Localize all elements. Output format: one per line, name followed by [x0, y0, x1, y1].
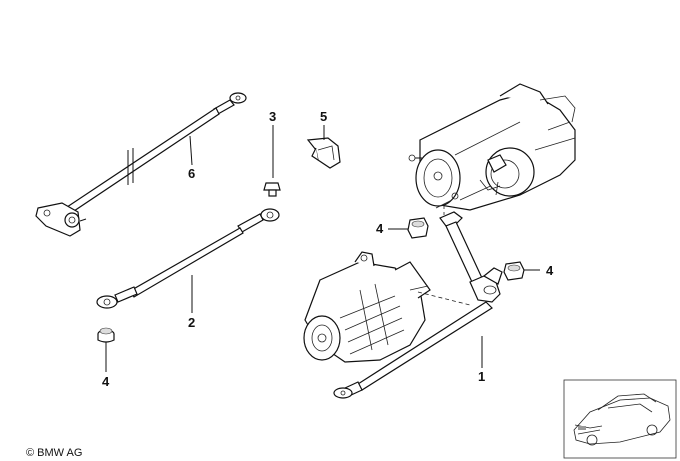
car-thumbnail-drawing: [563, 379, 677, 459]
battery-cable-drawing: [333, 211, 503, 399]
callout-label: 5: [320, 109, 327, 124]
callout-label: 2: [188, 315, 195, 330]
cable-clip-drawing: [306, 137, 341, 169]
starter-motor-drawing: [408, 83, 576, 211]
battery-cable-drawing: [96, 208, 280, 309]
copyright-text: © BMW AG: [26, 447, 82, 459]
bolt-drawing: [263, 182, 281, 197]
grommet-nut-drawing: [97, 327, 115, 343]
callout-label: 6: [188, 166, 195, 181]
battery-cable-drawing: [35, 92, 247, 237]
grommet-nut-drawing: [503, 261, 525, 281]
callout-label: 3: [269, 109, 276, 124]
alternator-drawing: [303, 251, 431, 363]
callout-label: 4: [376, 221, 384, 236]
callout-label: 4: [102, 374, 110, 389]
callout-label: 4: [546, 263, 554, 278]
grommet-nut-drawing: [407, 217, 429, 239]
callout-label: 1: [478, 369, 485, 384]
